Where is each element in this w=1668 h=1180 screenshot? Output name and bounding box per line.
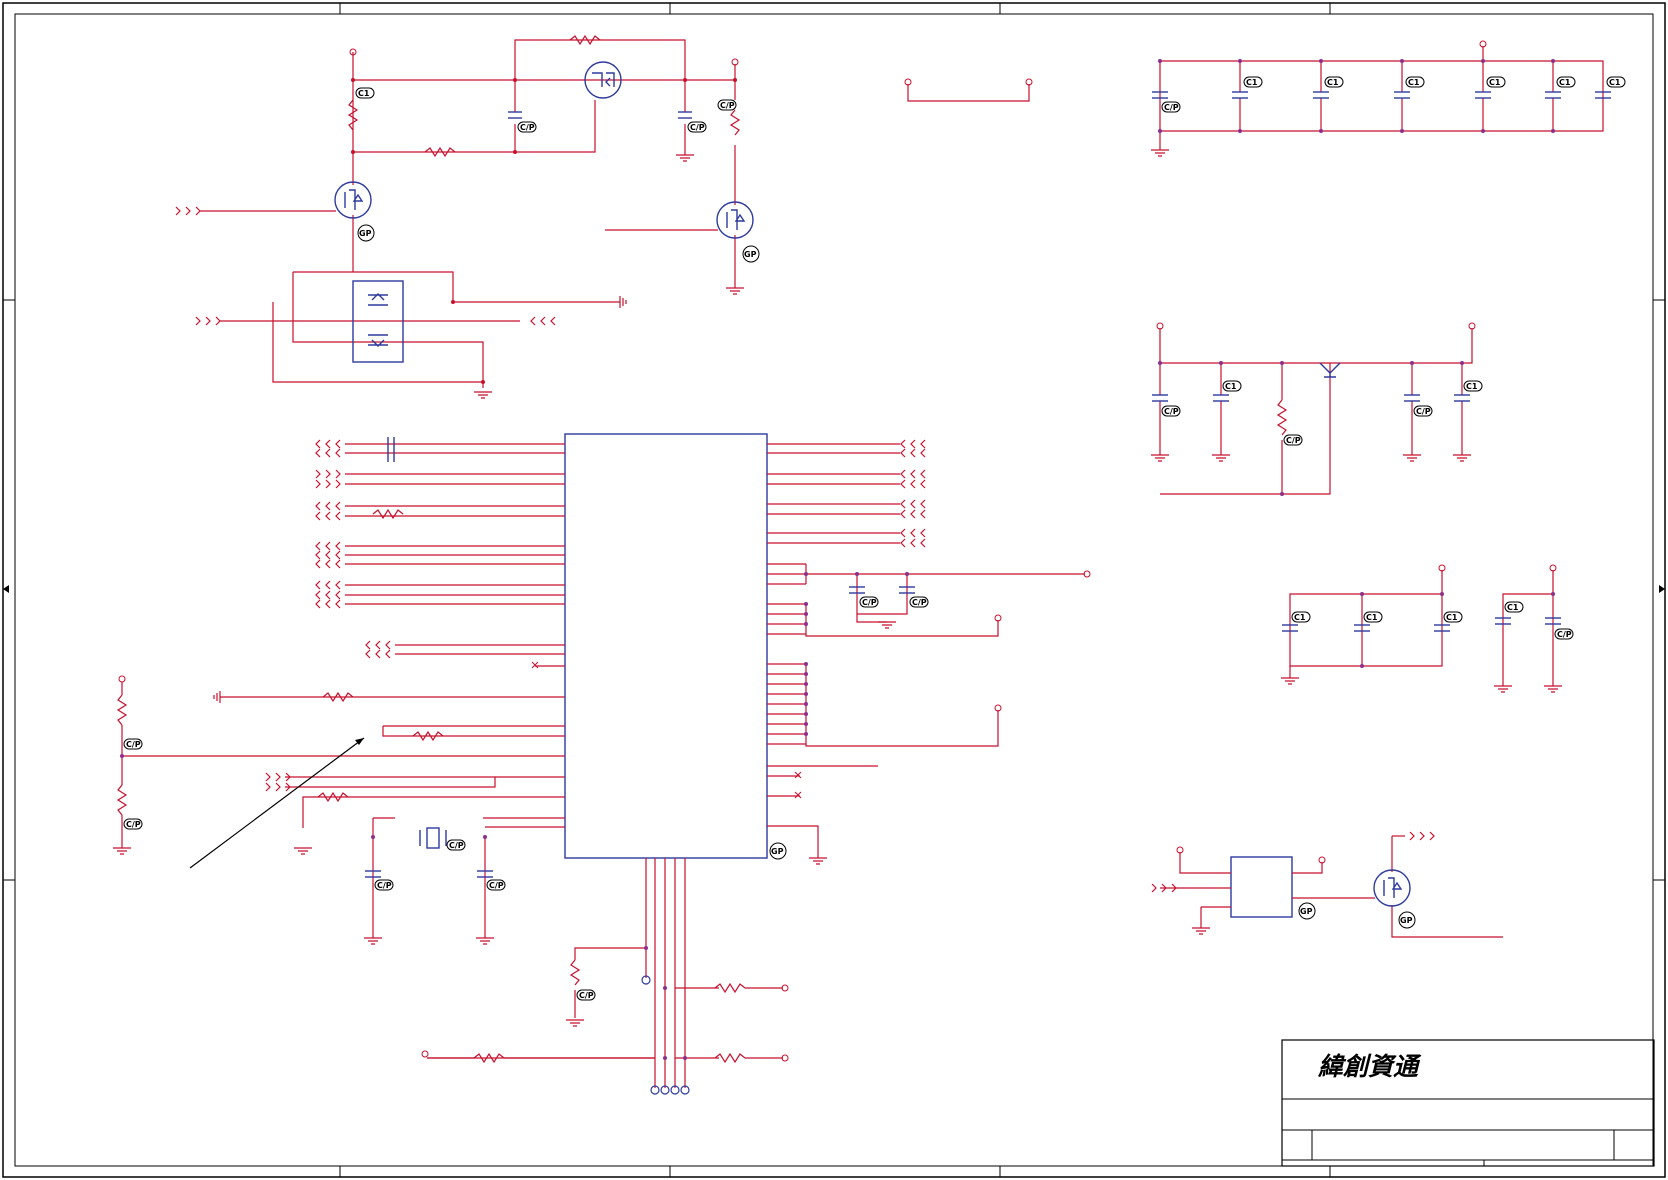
svg-text:GP: GP [1300,907,1313,916]
main-ic: GP C/P C/P C/P C/P C/P C/P C/P C/P [113,433,1091,1095]
svg-text:C1: C1 [1446,613,1458,622]
svg-text:C/P: C/P [1164,407,1179,416]
decoupling-bank: C/P C1 C1 C1 C1 C1 C1 [1151,40,1626,157]
part-label-cap: C/P [123,738,143,750]
part-label-cap: C/P [909,596,929,608]
part-label-cap: C/P [1161,101,1181,113]
svg-text:C/P: C/P [579,991,594,1000]
part-label-cap: C/P [576,989,596,1001]
part-label-cap: C1 [1443,611,1463,623]
part-label-cap: C1 [1324,76,1344,88]
part-label-cap: C/P [717,99,737,111]
part-label-cap: C1 [1606,76,1626,88]
power-switch-section: GP GP C1 C/P C/P C/P [175,34,760,399]
svg-text:C1: C1 [1609,78,1621,87]
svg-text:C/P: C/P [126,820,141,829]
svg-text:C/P: C/P [912,598,927,607]
part-label-cap: C/P [1161,405,1181,417]
part-label-cap: C/P [687,121,707,133]
part-label-cap: C1 [355,87,375,99]
svg-text:C1: C1 [1466,382,1478,391]
part-label-cap: C/P [446,839,466,851]
svg-text:C/P: C/P [862,598,877,607]
part-label-gp: GP [1298,902,1316,920]
svg-text:C/P: C/P [520,123,535,132]
part-label-cap: C1 [1486,76,1506,88]
part-label-cap: C/P [859,596,879,608]
regulator-section: C/P C1 C/P C/P C1 [1151,322,1483,496]
part-label-gp: GP [1398,911,1416,929]
svg-text:C1: C1 [1327,78,1339,87]
svg-text:GP: GP [744,250,757,259]
part-label-cap: C/P [517,121,537,133]
svg-text:C/P: C/P [1286,436,1301,445]
part-label-cap: C1 [1405,76,1425,88]
title-block: 緯創資通 [1281,1039,1655,1167]
svg-text:C1: C1 [1366,613,1378,622]
svg-text:C/P: C/P [720,101,735,110]
part-label-cap: C1 [1556,76,1576,88]
svg-text:C1: C1 [1507,603,1519,612]
part-label-cap: C1 [1243,76,1263,88]
svg-text:C/P: C/P [1416,407,1431,416]
svg-text:C/P: C/P [1557,630,1572,639]
part-label-cap: C/P [1554,628,1574,640]
svg-text:GP: GP [771,847,784,856]
part-label-gp: GP [357,224,375,242]
svg-text:C/P: C/P [489,881,504,890]
part-label-cap: C/P [123,818,143,830]
part-label-cap: C/P [1413,405,1433,417]
net-jumper [904,78,1033,102]
part-label-gp: GP [742,245,760,263]
part-label-gp: GP [769,842,787,860]
svg-text:C1: C1 [1225,382,1237,391]
bottom-right-circuit: GP GP [1151,831,1503,938]
svg-text:GP: GP [359,229,372,238]
svg-text:C/P: C/P [449,841,464,850]
cap-group-right: C1 C1 C1 C1 C/P [1281,564,1574,693]
company-name: 緯創資通 [1317,1052,1422,1081]
svg-text:C/P: C/P [377,881,392,890]
svg-text:C/P: C/P [690,123,705,132]
part-label-cap: C1 [1291,611,1311,623]
svg-text:GP: GP [1400,916,1413,925]
svg-text:C1: C1 [1559,78,1571,87]
part-label-cap: C1 [1504,601,1524,613]
part-label-cap: C/P [374,879,394,891]
svg-text:C/P: C/P [126,740,141,749]
svg-text:C1: C1 [358,89,370,98]
svg-text:C1: C1 [1246,78,1258,87]
svg-text:C1: C1 [1294,613,1306,622]
part-label-cap: C1 [1463,380,1483,392]
svg-text:C1: C1 [1408,78,1420,87]
part-label-cap: C/P [486,879,506,891]
part-label-cap: C1 [1222,380,1242,392]
part-label-cap: C/P [1283,434,1303,446]
svg-text:C/P: C/P [1164,103,1179,112]
svg-text:C1: C1 [1489,78,1501,87]
part-label-cap: C1 [1363,611,1383,623]
